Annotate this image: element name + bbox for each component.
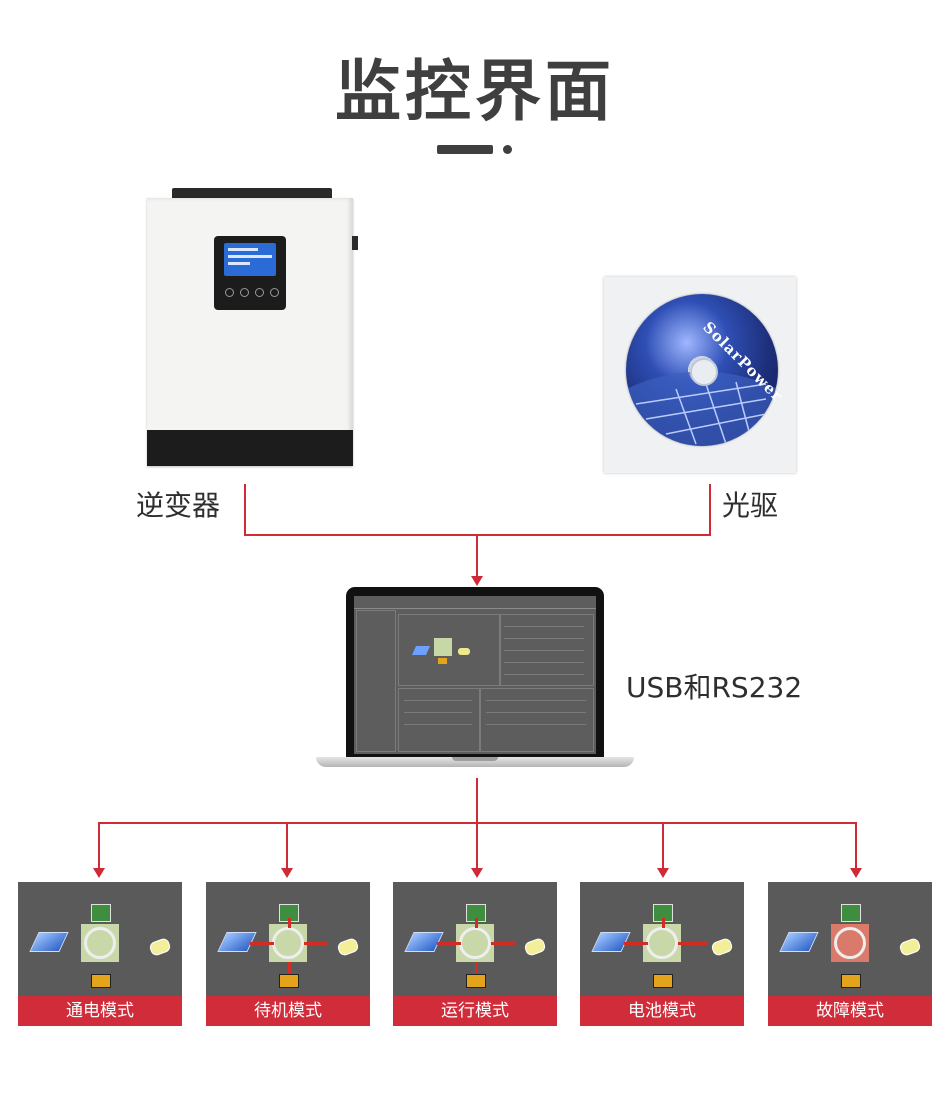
page-title: 监控界面 [0, 38, 950, 134]
flow-arrow-icon [624, 942, 648, 945]
solar-panel-icon [779, 932, 818, 952]
connector-line [476, 534, 478, 578]
mode-card-standby [206, 882, 370, 997]
laptop-notch [452, 757, 498, 761]
flow-arrow-icon [678, 942, 708, 945]
arrow-down-icon [471, 576, 483, 586]
title-underline-bar [437, 145, 493, 154]
mode-label-on: 通电模式 [18, 996, 182, 1026]
hub-ring-icon [834, 927, 866, 959]
battery-icon [841, 974, 861, 988]
bulb-icon [710, 937, 734, 957]
flow-arrow-icon [475, 918, 478, 928]
cd-label: 光驱 [722, 484, 778, 524]
mode-label-run: 运行模式 [393, 996, 557, 1026]
connector-line [244, 484, 246, 536]
connector-line [98, 822, 100, 870]
arrow-down-icon [657, 868, 669, 878]
connection-label: USB和RS232 [626, 666, 802, 706]
flow-arrow-icon [475, 962, 478, 974]
flow-arrow-icon [250, 942, 274, 945]
mode-card-run [393, 882, 557, 997]
mode-label-fault: 故障模式 [768, 996, 932, 1026]
grid-icon [91, 904, 111, 922]
connector-line [476, 822, 478, 870]
flow-arrow-icon [288, 962, 291, 974]
flow-arrow-icon [437, 942, 461, 945]
arrow-down-icon [471, 868, 483, 878]
connector-line [662, 822, 664, 870]
flow-arrow-icon [491, 942, 515, 945]
inverter-button-icon [225, 288, 234, 297]
hub-ring-icon [84, 927, 116, 959]
mode-label-standby: 待机模式 [206, 996, 370, 1026]
cd-hole [690, 358, 718, 386]
mode-label-battery: 电池模式 [580, 996, 744, 1026]
inverter-button-icon [255, 288, 264, 297]
inverter-label: 逆变器 [136, 484, 220, 524]
solar-panel-icon [29, 932, 68, 952]
flow-arrow-icon [662, 918, 665, 928]
laptop-screen [354, 596, 596, 754]
connector-line [286, 822, 288, 870]
inverter-side-port [352, 236, 358, 250]
arrow-down-icon [281, 868, 293, 878]
inverter-lcd-screen [224, 243, 276, 276]
connector-line [476, 778, 478, 824]
mode-card-fault [768, 882, 932, 997]
arrow-down-icon [93, 868, 105, 878]
inverter-button-icon [270, 288, 279, 297]
connector-line [855, 822, 857, 870]
mode-card-on [18, 882, 182, 997]
hub-ring-icon [272, 927, 304, 959]
connector-line [709, 484, 711, 536]
flow-arrow-icon [304, 942, 328, 945]
hub-ring-icon [459, 927, 491, 959]
flow-arrow-icon [288, 918, 291, 928]
grid-icon [841, 904, 861, 922]
arrow-down-icon [850, 868, 862, 878]
battery-icon [653, 974, 673, 988]
inverter-bottom-band [147, 430, 353, 466]
hub-ring-icon [646, 927, 678, 959]
bulb-icon [336, 937, 360, 957]
bulb-icon [523, 937, 547, 957]
bulb-icon [148, 937, 172, 957]
inverter-button-icon [240, 288, 249, 297]
battery-icon [279, 974, 299, 988]
battery-icon [466, 974, 486, 988]
title-underline-dot [503, 145, 512, 154]
bulb-icon [898, 937, 922, 957]
mode-card-battery [580, 882, 744, 997]
battery-icon [91, 974, 111, 988]
